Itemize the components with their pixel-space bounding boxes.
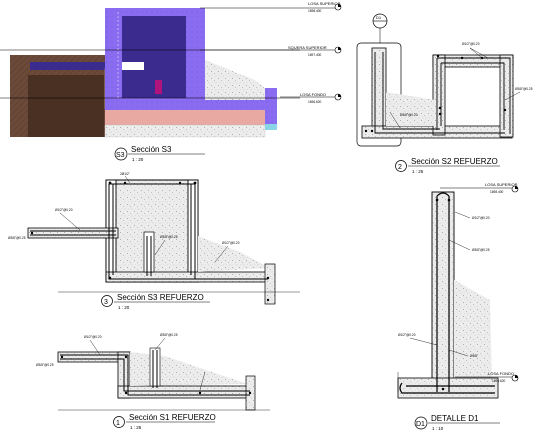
svg-text:Ø1/2"@0.20: Ø1/2"@0.20 xyxy=(462,42,480,46)
level-value: 1696.620 xyxy=(492,379,506,383)
callout-text: D1 xyxy=(376,15,382,20)
svg-text:Ø1/2"@0.20: Ø1/2"@0.20 xyxy=(55,208,73,212)
level-marker-d1-losa-fondo: LOSA FONDO 1696.620 xyxy=(455,371,519,383)
level-value: 1698.400 xyxy=(490,190,504,194)
view-number: 2 xyxy=(398,164,402,171)
view-scale: 1 : 20 xyxy=(118,305,130,310)
view-title: Sección S2 REFUERZO xyxy=(411,157,498,166)
slab-lavender xyxy=(105,98,275,110)
level-marker-d1-losa-superior: LOSA SUPERIOR 1698.400 xyxy=(440,182,519,194)
wall-right xyxy=(265,88,277,128)
view-title: Sección S3 xyxy=(131,145,172,154)
fill-wedge xyxy=(205,60,280,100)
soil-dark xyxy=(28,75,104,137)
svg-text:Ø3/8"@0.25: Ø3/8"@0.25 xyxy=(160,235,178,239)
pipe-magenta xyxy=(155,80,162,94)
svg-text:Ø3/8"@0.25: Ø3/8"@0.25 xyxy=(36,363,54,367)
view-title-s3: S3 Sección S3 1 : 20 xyxy=(114,145,205,162)
level-marker-losa-fondo: LOSA FONDO 1696.620 xyxy=(280,92,342,104)
view-scale: 1 : 25 xyxy=(130,425,142,430)
section-s3-refuerzo-drawing: Ø1/2"@0.20 Ø3/8"@0.25 Ø1/2"@0.20 2Ø1/2" … xyxy=(8,172,300,305)
view-title: Sección S1 REFUERZO xyxy=(129,413,216,422)
svg-text:Ø1/2"@0.20: Ø1/2"@0.20 xyxy=(222,241,240,245)
view-title-s1-refuerzo: 1 Sección S1 REFUERZO 1 : 25 xyxy=(113,413,216,430)
svg-text:Ø1/2"@0.20: Ø1/2"@0.20 xyxy=(472,216,490,220)
ground-strip xyxy=(30,62,105,70)
view-title-d1: D1 DETALLE D1 1 : 10 xyxy=(414,414,500,431)
svg-text:2Ø1/2": 2Ø1/2" xyxy=(120,172,130,176)
view-scale: 1 : 10 xyxy=(432,426,444,431)
svg-text:Ø1/2"@0.20: Ø1/2"@0.20 xyxy=(398,333,416,337)
level-value: 1696.620 xyxy=(308,100,322,104)
view-number: 3 xyxy=(104,299,108,306)
view-number: D1 xyxy=(416,421,425,428)
level-value: 1697.400 xyxy=(308,53,322,57)
svg-text:Ø3/8": Ø3/8" xyxy=(470,354,478,358)
section-s3-drawing xyxy=(0,8,300,138)
opening-white xyxy=(122,62,144,70)
section-s1-refuerzo-drawing: Ø1/2"@0.20 Ø3/8"@0.25 Ø3/8"@0.25 xyxy=(36,333,270,411)
detail-d1-drawing: Ø1/2"@0.20 Ø3/8"@0.25 Ø3/8" Ø1/2"@0.20 xyxy=(397,191,499,399)
svg-text:Ø3/8"@0.25: Ø3/8"@0.25 xyxy=(472,248,490,252)
view-title: Sección S3 REFUERZO xyxy=(117,293,204,302)
level-label: LOSA FONDO xyxy=(300,92,326,97)
view-title: DETALLE D1 xyxy=(431,414,479,423)
level-label: SQUERA SUPERIOR xyxy=(288,45,327,50)
level-label: LOSA SUPERIOR xyxy=(308,1,341,6)
svg-text:Ø3/8"@0.25: Ø3/8"@0.25 xyxy=(515,87,533,91)
level-label: LOSA FONDO xyxy=(488,371,514,376)
view-title-s2: 2 Sección S2 REFUERZO 1 : 25 xyxy=(395,157,500,174)
level-label: LOSA SUPERIOR xyxy=(485,182,518,187)
level-marker-losa-superior: LOSA SUPERIOR 1698.400 xyxy=(200,1,342,13)
strip-cyan xyxy=(265,124,277,130)
view-number: S3 xyxy=(116,152,125,159)
svg-text:Ø3/8"@0.20: Ø3/8"@0.20 xyxy=(400,113,418,117)
view-scale: 1 : 25 xyxy=(412,169,424,174)
view-scale: 1 : 20 xyxy=(132,157,144,162)
view-number: 1 xyxy=(116,420,120,427)
svg-text:Ø3/8"@0.25: Ø3/8"@0.25 xyxy=(8,236,26,240)
base-slab xyxy=(104,124,266,138)
level-marker-squera-superior: SQUERA SUPERIOR 1697.400 xyxy=(200,45,342,57)
salmon-slab xyxy=(105,110,265,125)
svg-text:Ø3/8"@0.25: Ø3/8"@0.25 xyxy=(160,333,178,337)
level-value: 1698.400 xyxy=(308,9,322,13)
view-title-s3-refuerzo: 3 Sección S3 REFUERZO 1 : 20 xyxy=(101,293,210,310)
detail-callout-d1: D1 xyxy=(372,13,388,43)
wall-core xyxy=(122,16,186,100)
section-s2-drawing: Ø1/2"@0.20 Ø3/8"@0.25 Ø3/8"@0.20 xyxy=(356,42,533,147)
svg-text:Ø1/2"@0.20: Ø1/2"@0.20 xyxy=(84,335,102,339)
